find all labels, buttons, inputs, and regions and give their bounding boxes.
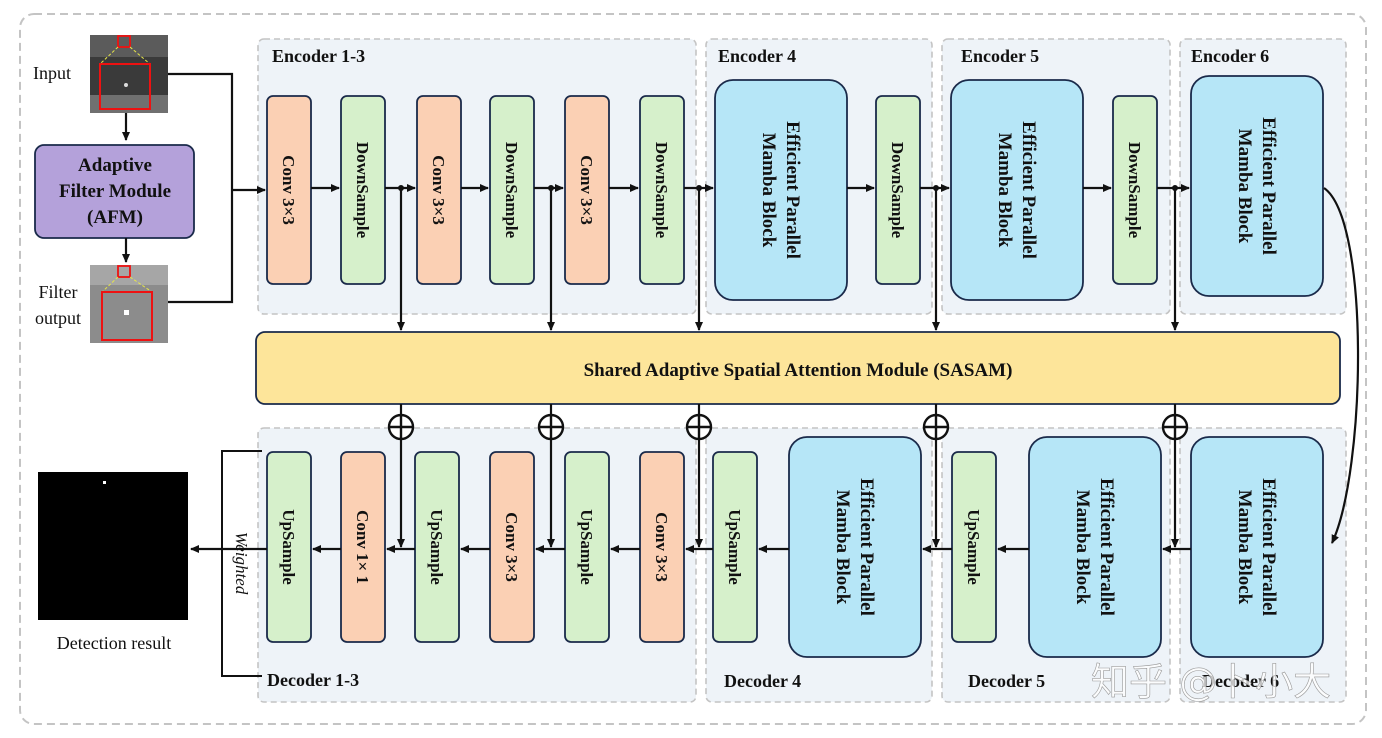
- afm-line-2: Filter Module: [59, 181, 171, 202]
- dec-upsample-1-label: UpSample: [279, 509, 298, 585]
- sasam-outputs: [397, 404, 1179, 548]
- sasam-label: Shared Adaptive Spatial Attention Module…: [584, 360, 1013, 381]
- dec-upsample-3: [564, 451, 610, 643]
- detection-result-image: [38, 472, 188, 620]
- dec-mamba-6: [1190, 436, 1324, 658]
- enc-downsample-4: [875, 95, 921, 285]
- enc-conv-3: [564, 95, 610, 285]
- afm-line-3: (AFM): [87, 207, 143, 228]
- sasam-module: [255, 331, 1341, 405]
- encoder-1-3-title: Encoder 1-3: [272, 46, 365, 66]
- watermark: 知乎 @卜小大: [1091, 660, 1331, 704]
- dec-mamba-5-line1: Efficient Parallel: [1096, 478, 1117, 616]
- enc-conv-1-label: Conv 3×3: [279, 155, 298, 225]
- outer-frame: [19, 13, 1367, 725]
- enc-mamba-5-line2: Mamba Block: [994, 133, 1015, 248]
- plus-node-4: [922, 413, 950, 441]
- enc-mamba-6-line1: Efficient Parallel: [1258, 117, 1279, 255]
- enc-mamba-5-line1: Efficient Parallel: [1018, 121, 1039, 259]
- enc-conv-2-label: Conv 3×3: [429, 155, 448, 225]
- decoder-1-3-group: [257, 427, 697, 703]
- afm-line-1: Adaptive: [78, 155, 152, 176]
- weighted-bracket: [221, 450, 262, 677]
- enc-mamba-labels: Efficient Parallel Mamba Block Efficient…: [758, 117, 1279, 259]
- decoder-6-title: Decoder 6: [1202, 671, 1279, 691]
- dec-upsample-4-label: UpSample: [725, 509, 744, 585]
- dec-mamba-labels: Efficient Parallel Mamba Block Efficient…: [832, 478, 1279, 616]
- enc-mamba-4-line2: Mamba Block: [758, 133, 779, 248]
- dec-conv-2: [489, 451, 535, 643]
- dec-mamba-6-line2: Mamba Block: [1234, 490, 1255, 605]
- enc-downsample-1-label: DownSample: [353, 142, 372, 239]
- filter-output-image: [90, 265, 168, 343]
- left-feed-lines: [168, 72, 266, 304]
- dec-conv-3-label: Conv 3×3: [652, 512, 671, 582]
- dec-upsample-1: [266, 451, 312, 643]
- dec-upsample-2: [414, 451, 460, 643]
- afm-module: [34, 144, 195, 239]
- plus-nodes: [387, 413, 1189, 441]
- enc-conv-2: [416, 95, 462, 285]
- encoder-6-title: Encoder 6: [1191, 46, 1269, 66]
- plus-node-1: [387, 413, 415, 441]
- encoder-junction-dots: [398, 185, 1178, 191]
- filter-output-line-2: output: [35, 308, 81, 328]
- decoder-5-title: Decoder 5: [968, 671, 1045, 691]
- enc-downsample-2: [489, 95, 535, 285]
- weighted-label: Weighted: [232, 532, 251, 595]
- detection-dot: [103, 481, 106, 484]
- dec-upsample-5-label: UpSample: [964, 509, 983, 585]
- dec-mamba-5-line2: Mamba Block: [1072, 490, 1093, 605]
- enc-downsample-5: [1112, 95, 1158, 285]
- dec-upsample-2-label: UpSample: [427, 509, 446, 585]
- dec-mamba-6-line1: Efficient Parallel: [1258, 478, 1279, 616]
- plus-node-2: [537, 413, 565, 441]
- dec-mamba-4: [788, 436, 922, 658]
- decoder-4-title: Decoder 4: [724, 671, 801, 691]
- decoder-blocks: [266, 436, 1324, 658]
- dec-mamba-4-line1: Efficient Parallel: [856, 478, 877, 616]
- input-image: [90, 35, 168, 113]
- enc-mamba-4-line1: Efficient Parallel: [782, 121, 803, 259]
- input-label: Input: [33, 63, 71, 83]
- dec-conv1x1-label: Conv 1× 1: [353, 510, 372, 584]
- decoder-1-3-title: Decoder 1-3: [267, 670, 359, 690]
- dec-upsample-4: [712, 451, 758, 643]
- plus-node-3: [685, 413, 713, 441]
- encoder-1-3-group: [257, 38, 697, 315]
- enc-conv-1: [266, 95, 312, 285]
- dec-upsample-5: [951, 451, 997, 643]
- enc-mamba-6-line2: Mamba Block: [1234, 129, 1255, 244]
- enc-downsample-1: [340, 95, 386, 285]
- enc-downsample-4-label: DownSample: [888, 142, 907, 239]
- dec-mamba-5: [1028, 436, 1162, 658]
- enc-downsample-3: [639, 95, 685, 285]
- encoder-5-title: Encoder 5: [961, 46, 1039, 66]
- dec-mamba-4-line2: Mamba Block: [832, 490, 853, 605]
- enc-mamba-6: [1190, 75, 1324, 297]
- enc-downsample-5-label: DownSample: [1125, 142, 1144, 239]
- encoder-blocks: [266, 75, 1324, 301]
- dec-upsample-3-label: UpSample: [577, 509, 596, 585]
- dec-conv1x1: [340, 451, 386, 643]
- filter-output-line-1: Filter: [39, 282, 78, 302]
- enc-conv-3-label: Conv 3×3: [577, 155, 596, 225]
- enc-downsample-3-label: DownSample: [652, 142, 671, 239]
- enc-downsample-2-label: DownSample: [502, 142, 521, 239]
- enc-mamba-5: [950, 79, 1084, 301]
- dec-conv-3: [639, 451, 685, 643]
- detection-result-label: Detection result: [57, 633, 171, 653]
- dec-conv-2-label: Conv 3×3: [502, 512, 521, 582]
- enc-mamba-4: [714, 79, 848, 301]
- plus-node-5: [1161, 413, 1189, 441]
- encoder-4-title: Encoder 4: [718, 46, 796, 66]
